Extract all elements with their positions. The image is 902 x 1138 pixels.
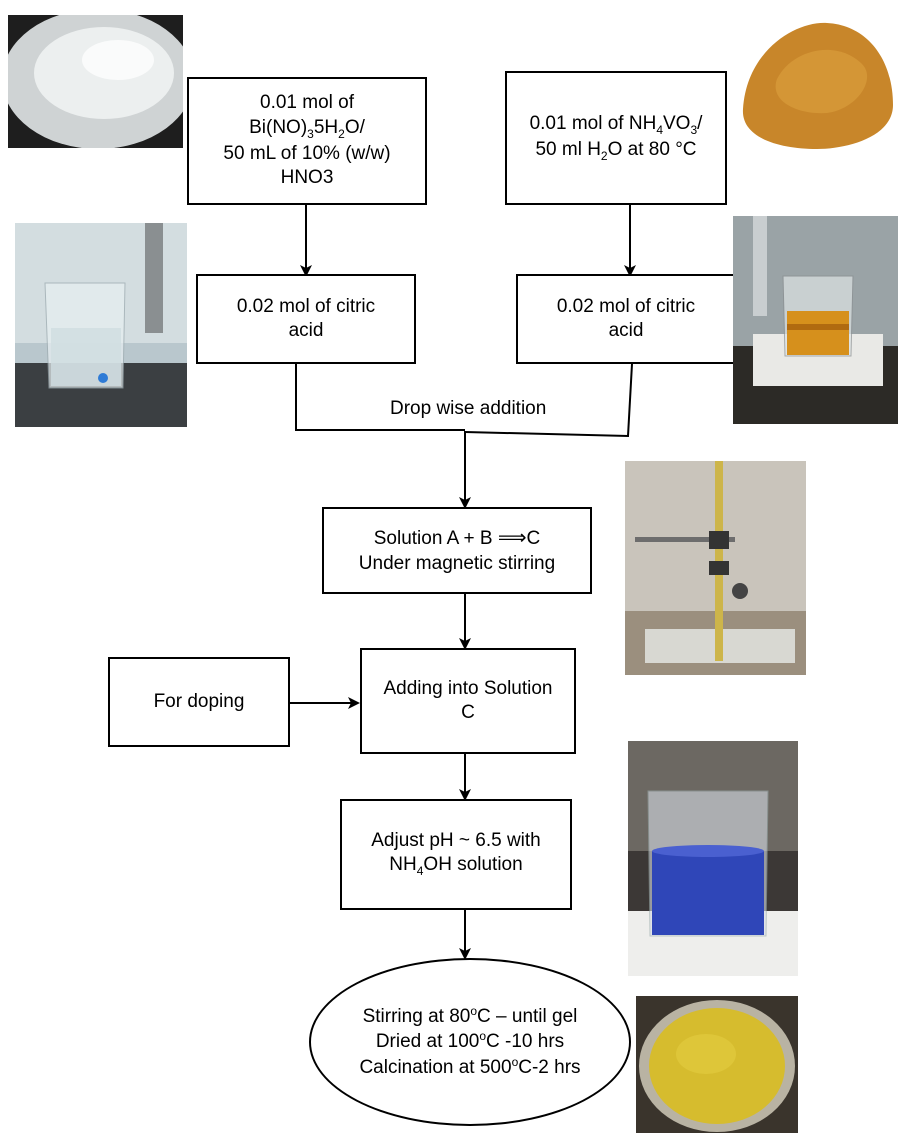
bi-source-line2: Bi(NO)35H2O/ — [249, 116, 365, 141]
drop-wise-addition-label: Drop wise addition — [390, 398, 547, 419]
final-line3: Calcination at 500oC-2 hrs — [359, 1054, 581, 1078]
adjust-ph-line2: NH4OH solution — [389, 854, 523, 879]
right-merge-line — [464, 363, 633, 438]
for-doping-box: For doping — [108, 657, 290, 747]
solution-c-box: Solution A + B ⟹C Under magnetic stirrin… — [322, 507, 592, 594]
double-arrow-icon: ⟹ — [497, 525, 527, 550]
stirring-setup-photo — [625, 461, 806, 675]
citric-acid-right-box: 0.02 mol of citric acid — [516, 274, 736, 364]
citric-acid-left-box: 0.02 mol of citric acid — [196, 274, 416, 364]
white-crystals-photo — [8, 15, 183, 148]
clear-beaker-photo — [15, 223, 187, 427]
final-steps-oval: Stirring at 80oC – until gel Dried at 10… — [309, 958, 631, 1126]
bi-source-line3: 50 mL of 10% (w/w) — [223, 143, 391, 165]
orange-powder-photo — [737, 9, 897, 154]
adding-into-solution-c-box: Adding into Solution C — [360, 648, 576, 754]
bi-source-line1: 0.01 mol of — [260, 92, 354, 114]
solution-c-line1: Solution A + B ⟹C — [373, 525, 541, 550]
orange-solution-beaker-photo — [733, 216, 898, 424]
solution-c-line2: Under magnetic stirring — [358, 552, 556, 574]
blue-solution-beaker-photo — [628, 741, 798, 976]
yellow-powder-dish-photo — [636, 996, 798, 1133]
left-merge-line — [295, 364, 465, 431]
adjust-ph-box: Adjust pH ~ 6.5 with NH4OH solution — [340, 799, 572, 910]
ammonium-vanadate-source-box: 0.01 mol of NH4VO3/ 50 ml H2O at 80 °C — [505, 71, 727, 205]
bi-source-line4: HNO3 — [280, 167, 334, 189]
final-line1: Stirring at 80oC – until gel — [362, 1004, 578, 1028]
bi-nitrate-source-box: 0.01 mol of Bi(NO)35H2O/ 50 mL of 10% (w… — [187, 77, 427, 205]
v-source-line2: 50 ml H2O at 80 °C — [535, 139, 697, 163]
final-line2: Dried at 100oC -10 hrs — [375, 1029, 565, 1053]
v-source-line1: 0.01 mol of NH4VO3/ — [529, 112, 703, 137]
